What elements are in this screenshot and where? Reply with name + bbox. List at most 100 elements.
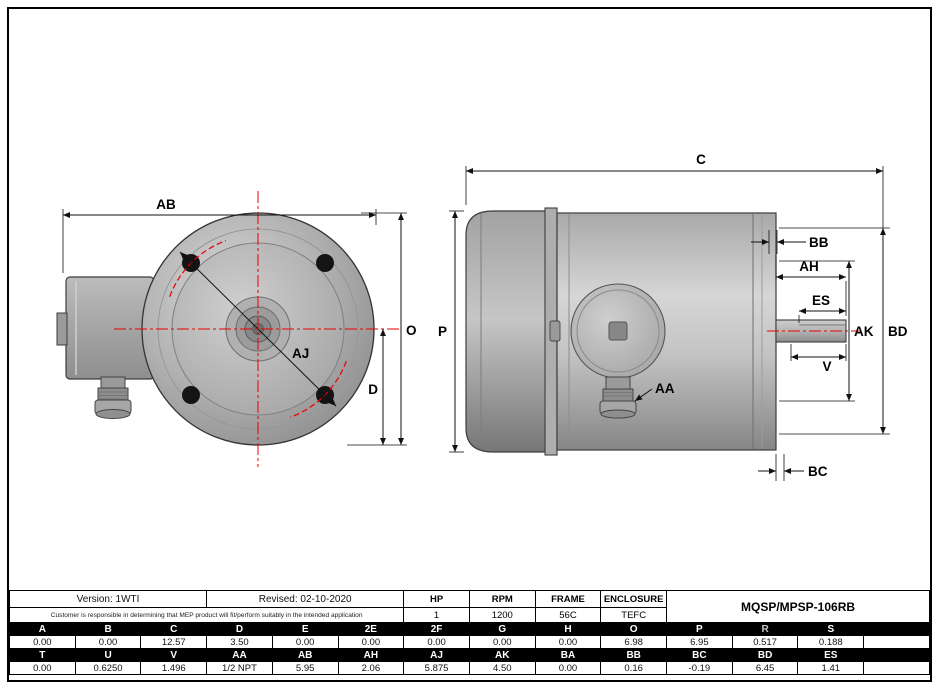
dim-label-bc: BC [808,464,828,479]
dim-label-bb: BB [809,235,829,250]
dim-header-ba: BA [534,648,602,662]
drawing-sheet-frame: AJ AB O D [7,7,932,682]
dim-label-o: O [406,323,417,338]
dim-header-ah: AH [337,648,405,662]
dim-o: O [347,212,417,446]
dim-value-r: 0.517 [731,635,799,649]
dim-header-p: P [666,622,733,636]
revised-cell: Revised: 02-10-2020 [206,590,405,608]
dim-header-e: E [271,622,339,636]
dim-header-blank-1 [863,622,930,636]
dim-v: V [790,344,847,374]
dim-ak: AK [779,260,874,402]
dim-header-t: T [9,648,76,662]
spec-header-rpm: RPM [468,590,536,608]
dim-header-u: U [74,648,142,662]
spec-value-rpm: 1200 [468,607,536,623]
dim-value-row-1: 0.00 0.00 12.57 3.50 0.00 0.00 0.00 0.00… [9,635,930,649]
dim-header-row-2: T U V AA AB AH AJ AK BA BB BC BD ES [9,648,930,662]
dim-value-bc: -0.19 [666,661,733,675]
spec-header-hp: HP [403,590,470,608]
dim-value-o: 6.98 [600,635,668,649]
version-cell: Version: 1WTI [9,590,208,608]
dim-value-2e: 0.00 [337,635,405,649]
dim-header-ab: AB [271,648,339,662]
front-view: AJ AB O D [56,191,417,467]
spec-value-hp: 1 [403,607,470,623]
dim-value-ak: 4.50 [468,661,536,675]
dim-header-aa: AA [206,648,273,662]
motor-dimension-drawing: AJ AB O D [56,152,908,481]
dim-header-es: ES [797,648,865,662]
dim-p: P [438,210,464,453]
dim-ab: AB [62,197,377,273]
dim-header-h: H [534,622,602,636]
conduit-boss-ring [576,289,660,373]
dim-header-r: R [731,622,799,636]
front-conduit-box [65,276,155,380]
dim-label-c: C [696,152,706,167]
dim-bd: BD [779,227,908,435]
dim-label-ak: AK [854,324,874,339]
dim-c: C [465,152,884,228]
dim-value-ah: 2.06 [337,661,405,675]
spec-header-enclosure: ENCLOSURE [600,590,668,608]
dim-bb: BB [751,230,829,254]
dim-value-ba: 0.00 [534,661,602,675]
dim-value-u: 0.6250 [74,661,142,675]
dim-aa: AA [634,381,675,402]
dim-value-g: 0.00 [468,635,536,649]
dim-header-aj: AJ [403,648,470,662]
dim-header-g: G [468,622,536,636]
dim-label-es: ES [812,293,830,308]
dim-header-c: C [140,622,208,636]
title-row-1: Version: 1WTI Revised: 02-10-2020 HP RPM… [9,590,930,623]
dim-label-aa: AA [655,381,675,396]
dim-header-bd: BD [731,648,799,662]
side-drain-plug [599,376,637,419]
dim-bc: BC [758,454,828,481]
body-side-tab [549,320,561,342]
dim-value-blank-2 [863,661,930,675]
dim-header-ak: AK [468,648,536,662]
spec-value-frame: 56C [534,607,602,623]
title-block-table: Version: 1WTI Revised: 02-10-2020 HP RPM… [9,590,930,675]
spec-value-enclosure: TEFC [600,607,668,623]
dim-label-ah: AH [799,259,819,274]
dim-label-p: P [438,324,447,339]
dim-value-ab: 5.95 [271,661,339,675]
dim-label-v: V [822,359,831,374]
dim-header-v: V [140,648,208,662]
dim-label-bd: BD [888,324,908,339]
dim-header-bc: BC [666,648,733,662]
model-number-cell: MQSP/MPSP-106RB [666,590,930,623]
dim-value-2f: 0.00 [403,635,470,649]
dim-value-p: 6.95 [666,635,733,649]
dim-header-blank-2 [863,648,930,662]
dim-header-a: A [9,622,76,636]
conduit-boss-square [608,321,628,341]
dim-label-ab: AB [156,197,176,212]
dim-header-b: B [74,622,142,636]
dim-header-d: D [206,622,273,636]
dim-value-b: 0.00 [74,635,142,649]
dim-value-bb: 0.16 [600,661,668,675]
dim-value-blank-1 [863,635,930,649]
dim-value-h: 0.00 [534,635,602,649]
dim-d: D [368,329,387,445]
front-drain-plug [94,376,132,419]
dim-header-2f: 2F [403,622,470,636]
dim-value-e: 0.00 [271,635,339,649]
fan-cover [465,210,550,453]
dim-value-c: 12.57 [140,635,208,649]
dim-value-bd: 6.45 [731,661,799,675]
dim-label-aj: AJ [292,346,309,361]
dim-value-a: 0.00 [9,635,76,649]
dim-header-row-1: A B C D E 2E 2F G H O P R S [9,622,930,636]
front-conduit-stub [56,312,68,346]
dim-es: ES [798,293,846,323]
dim-value-d: 3.50 [206,635,273,649]
dim-header-s: S [797,622,865,636]
dim-label-d: D [368,382,378,397]
disclaimer-cell: Customer is responsible in determining t… [9,607,405,623]
